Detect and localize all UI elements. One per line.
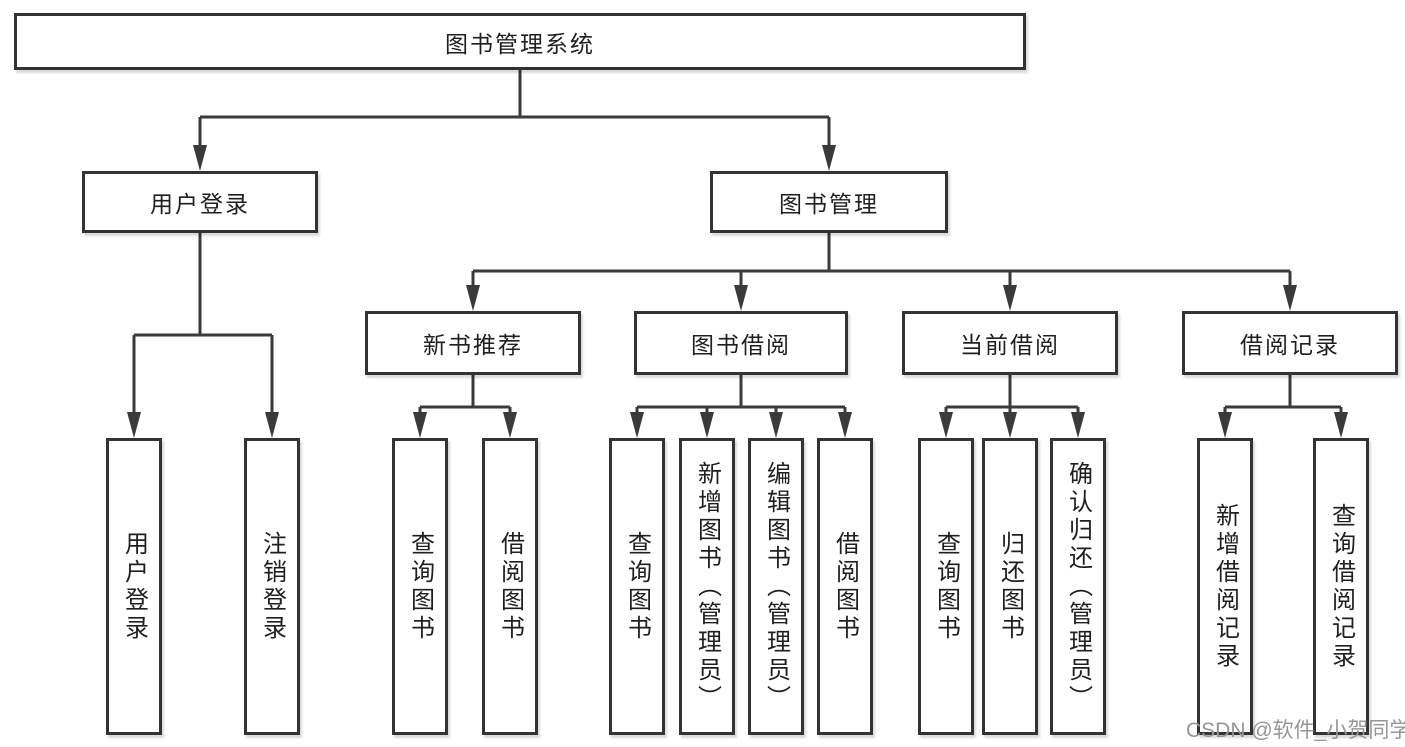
connector-user-login-branch <box>127 233 279 438</box>
connector-new-book-branch <box>413 375 517 438</box>
leaf-search-books-recommend-label: 查询图书 <box>406 530 434 643</box>
arrowhead <box>466 285 480 311</box>
node-user-login-label: 用户登录 <box>150 191 250 217</box>
connector-line <box>132 233 274 415</box>
node-new-book-recommend: 新书推荐 <box>365 311 581 375</box>
watermark: CSDN @软件_小贺同学 <box>1186 719 1405 742</box>
leaf-user-login: 用户登录 <box>106 438 162 735</box>
connector-line <box>635 375 847 415</box>
arrowhead <box>838 412 852 438</box>
leaf-user-login-label: 用户登录 <box>120 530 148 643</box>
arrowhead <box>1071 412 1085 438</box>
node-borrow-records-label: 借阅记录 <box>1240 332 1340 358</box>
node-new-book-recommend-label: 新书推荐 <box>423 332 523 358</box>
arrowhead <box>127 412 141 438</box>
connector-root-to-level2 <box>193 70 836 171</box>
leaf-search-books-recommend: 查询图书 <box>392 438 448 735</box>
arrowhead <box>734 285 748 311</box>
leaf-confirm-return-admin-label: 确认归还（管理员） <box>1064 460 1092 713</box>
leaf-edit-book-admin: 编辑图书（管理员） <box>748 438 804 735</box>
arrowhead <box>1218 412 1232 438</box>
leaf-search-borrow-record-label: 查询借阅记录 <box>1327 502 1355 671</box>
connector-line <box>1223 375 1343 415</box>
arrowhead <box>1283 285 1297 311</box>
node-user-login: 用户登录 <box>82 171 318 233</box>
connector-line <box>418 375 512 415</box>
arrowhead <box>700 412 714 438</box>
node-root-label: 图书管理系统 <box>445 30 595 57</box>
node-book-management: 图书管理 <box>710 171 948 233</box>
leaf-search-books-current-label: 查询图书 <box>932 530 960 643</box>
connector-borrow-records-branch <box>1218 375 1348 438</box>
arrowhead <box>822 145 836 171</box>
connector-current-borrow-branch <box>939 375 1085 438</box>
connector-line <box>471 233 1292 288</box>
leaf-add-borrow-record-label: 新增借阅记录 <box>1211 502 1239 671</box>
leaf-add-book-admin-label: 新增图书（管理员） <box>693 460 721 713</box>
leaf-borrow-books-recommend-label: 借阅图书 <box>496 530 524 643</box>
leaf-return-books: 归还图书 <box>982 438 1038 735</box>
leaf-add-book-admin: 新增图书（管理员） <box>679 438 735 735</box>
arrowhead <box>413 412 427 438</box>
leaf-borrow-books-recommend: 借阅图书 <box>482 438 538 735</box>
arrowhead <box>630 412 644 438</box>
leaf-logout-label: 注销登录 <box>258 530 286 643</box>
leaf-borrow-books: 借阅图书 <box>817 438 873 735</box>
leaf-return-books-label: 归还图书 <box>996 530 1024 643</box>
arrowhead <box>265 412 279 438</box>
connector-book-borrow-branch <box>630 375 852 438</box>
arrowhead <box>1334 412 1348 438</box>
leaf-search-borrow-record: 查询借阅记录 <box>1313 438 1369 735</box>
leaf-search-books-borrow: 查询图书 <box>609 438 665 735</box>
connector-book-management-to-level3 <box>466 233 1297 311</box>
arrowhead <box>1003 285 1017 311</box>
leaf-add-borrow-record: 新增借阅记录 <box>1197 438 1253 735</box>
leaf-borrow-books-label: 借阅图书 <box>831 530 859 643</box>
leaf-edit-book-admin-label: 编辑图书（管理员） <box>762 460 790 713</box>
connector-line <box>198 70 831 148</box>
leaf-search-books-current: 查询图书 <box>918 438 974 735</box>
node-book-borrow: 图书借阅 <box>634 311 848 375</box>
arrowhead <box>769 412 783 438</box>
arrowhead <box>939 412 953 438</box>
arrowhead <box>503 412 517 438</box>
connector-line <box>944 375 1080 415</box>
node-book-management-label: 图书管理 <box>779 191 879 217</box>
node-current-borrow-label: 当前借阅 <box>960 332 1060 358</box>
node-book-borrow-label: 图书借阅 <box>691 332 791 358</box>
node-borrow-records: 借阅记录 <box>1182 311 1398 375</box>
node-current-borrow: 当前借阅 <box>902 311 1118 375</box>
arrowhead <box>1003 412 1017 438</box>
leaf-logout: 注销登录 <box>244 438 300 735</box>
node-root: 图书管理系统 <box>14 13 1026 70</box>
arrowhead <box>193 145 207 171</box>
leaf-confirm-return-admin: 确认归还（管理员） <box>1050 438 1106 735</box>
leaf-search-books-borrow-label: 查询图书 <box>623 530 651 643</box>
